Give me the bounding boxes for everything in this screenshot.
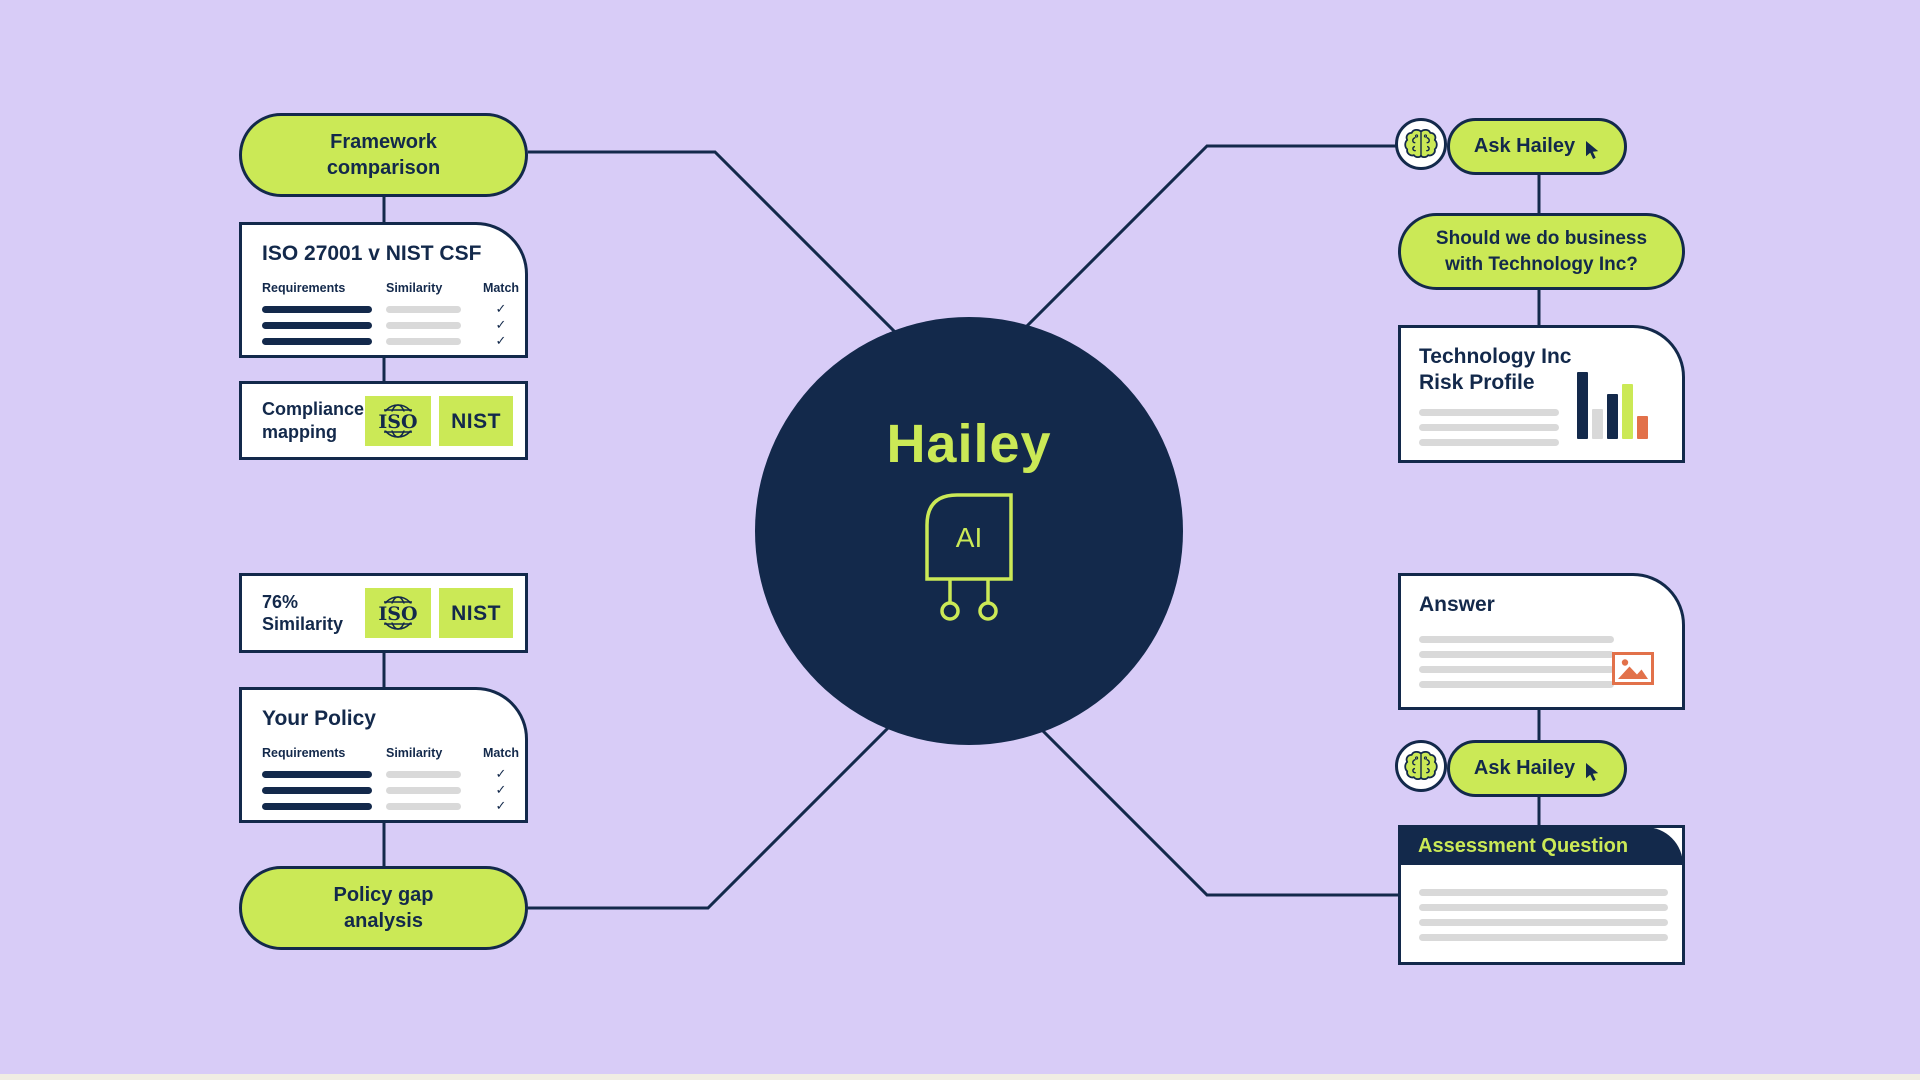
match-check: ✓	[495, 782, 507, 798]
similarity-bar	[386, 770, 461, 778]
similarity-score-label: 76% Similarity	[262, 591, 344, 635]
requirement-bar	[262, 337, 372, 345]
nist-logo: NIST	[439, 588, 513, 638]
framework-comparison-pill: Framework comparison	[239, 113, 528, 197]
table-row: ✓	[262, 782, 511, 798]
similarity-score-card: 76% Similarity ISO NIST	[239, 573, 528, 653]
cursor-icon	[1586, 762, 1599, 781]
iso-logo: ISO	[365, 588, 431, 638]
assessment-question-card: Assessment Question	[1398, 825, 1685, 965]
placeholder-line	[1419, 681, 1614, 689]
table-row: ✓	[262, 766, 511, 782]
placeholder-line	[1419, 438, 1559, 446]
table-row: ✓	[262, 798, 511, 814]
ask-hailey-button-bottom[interactable]: Ask Hailey	[1447, 740, 1627, 797]
bottom-edge-strip	[0, 1074, 1920, 1080]
mini-chart-bar	[1622, 384, 1633, 439]
placeholder-line	[1419, 904, 1668, 911]
match-check: ✓	[495, 766, 507, 782]
risk-profile-text-lines	[1419, 408, 1559, 446]
mini-chart-bar	[1577, 372, 1588, 439]
iso-logo: ISO	[365, 395, 431, 446]
placeholder-line	[1419, 636, 1614, 644]
framework-comparison-label: Framework comparison	[326, 131, 441, 179]
ask-hailey-label: Ask Hailey	[1473, 135, 1576, 157]
column-header-match: Match	[482, 746, 520, 761]
assessment-title: Assessment Question	[1418, 834, 1629, 857]
compliance-mapping-card: Compliance mapping ISO NIST	[239, 381, 528, 460]
cursor-icon	[1586, 140, 1599, 159]
ask-hailey-label: Ask Hailey	[1473, 757, 1576, 779]
answer-text-lines	[1419, 636, 1614, 689]
placeholder-line	[1419, 919, 1668, 926]
hailey-center-circle: Hailey AI	[755, 317, 1183, 745]
column-header-similarity: Similarity	[386, 281, 443, 296]
brain-icon	[1395, 118, 1447, 170]
similarity-bar	[386, 305, 461, 313]
svg-text:NIST: NIST	[451, 602, 501, 625]
hailey-title: Hailey	[886, 414, 1052, 474]
column-header-match: Match	[482, 281, 520, 296]
requirement-bar	[262, 321, 372, 329]
similarity-bar	[386, 321, 461, 329]
requirement-bar	[262, 786, 372, 794]
requirement-bar	[262, 770, 372, 778]
ask-hailey-button-top[interactable]: Ask Hailey	[1447, 118, 1627, 175]
placeholder-line	[1419, 408, 1559, 416]
match-check: ✓	[495, 317, 507, 333]
placeholder-line	[1419, 889, 1668, 896]
similarity-bar	[386, 786, 461, 794]
match-check: ✓	[495, 301, 507, 317]
brain-icon	[1395, 740, 1447, 792]
iso-nist-card-title: ISO 27001 v NIST CSF	[262, 242, 482, 265]
match-check: ✓	[495, 798, 507, 814]
svg-text:ISO: ISO	[378, 603, 417, 625]
your-policy-title: Your Policy	[262, 707, 376, 730]
mini-chart-bar	[1637, 416, 1648, 439]
placeholder-line	[1419, 934, 1668, 941]
placeholder-line	[1419, 423, 1559, 431]
business-question-pill: Should we do business with Technology In…	[1398, 213, 1685, 290]
risk-profile-card: Technology Inc Risk Profile	[1398, 325, 1685, 463]
compliance-mapping-label: Compliance mapping	[262, 399, 365, 442]
ai-chip-icon: AI	[925, 493, 1013, 621]
similarity-bar	[386, 337, 461, 345]
table-row: ✓	[262, 333, 511, 349]
match-check: ✓	[495, 333, 507, 349]
table-row: ✓	[262, 301, 511, 317]
svg-text:AI: AI	[956, 522, 982, 553]
column-header-requirements: Requirements	[262, 281, 346, 296]
answer-card: Answer	[1398, 573, 1685, 710]
column-header-similarity: Similarity	[386, 746, 443, 761]
assessment-card-header: Assessment Question	[1400, 827, 1683, 865]
requirement-bar	[262, 802, 372, 810]
requirement-bar	[262, 305, 372, 313]
mini-chart-bar	[1607, 394, 1618, 439]
iso-nist-comparison-card: ISO 27001 v NIST CSF Requirements Simila…	[239, 222, 528, 358]
policy-gap-analysis-label: Policy gap analysis	[333, 884, 434, 932]
risk-profile-title: Technology Inc Risk Profile	[1419, 345, 1572, 395]
answer-title: Answer	[1419, 593, 1495, 616]
comparison-table: Requirements Similarity Match ✓ ✓ ✓	[262, 746, 519, 814]
assessment-text-lines	[1419, 889, 1668, 941]
image-icon	[1612, 652, 1654, 685]
table-row: ✓	[262, 317, 511, 333]
nist-logo: NIST	[439, 395, 513, 446]
business-question-label: Should we do business with Technology In…	[1435, 227, 1648, 275]
placeholder-line	[1419, 666, 1614, 674]
risk-mini-bar-chart	[1577, 372, 1648, 439]
placeholder-line	[1419, 651, 1614, 659]
mini-chart-bar	[1592, 409, 1603, 439]
comparison-table: Requirements Similarity Match ✓ ✓ ✓	[262, 281, 519, 349]
svg-text:ISO: ISO	[378, 411, 417, 433]
similarity-bar	[386, 802, 461, 810]
svg-text:NIST: NIST	[451, 410, 501, 433]
column-header-requirements: Requirements	[262, 746, 346, 761]
policy-gap-analysis-pill: Policy gap analysis	[239, 866, 528, 950]
your-policy-card: Your Policy Requirements Similarity Matc…	[239, 687, 528, 823]
